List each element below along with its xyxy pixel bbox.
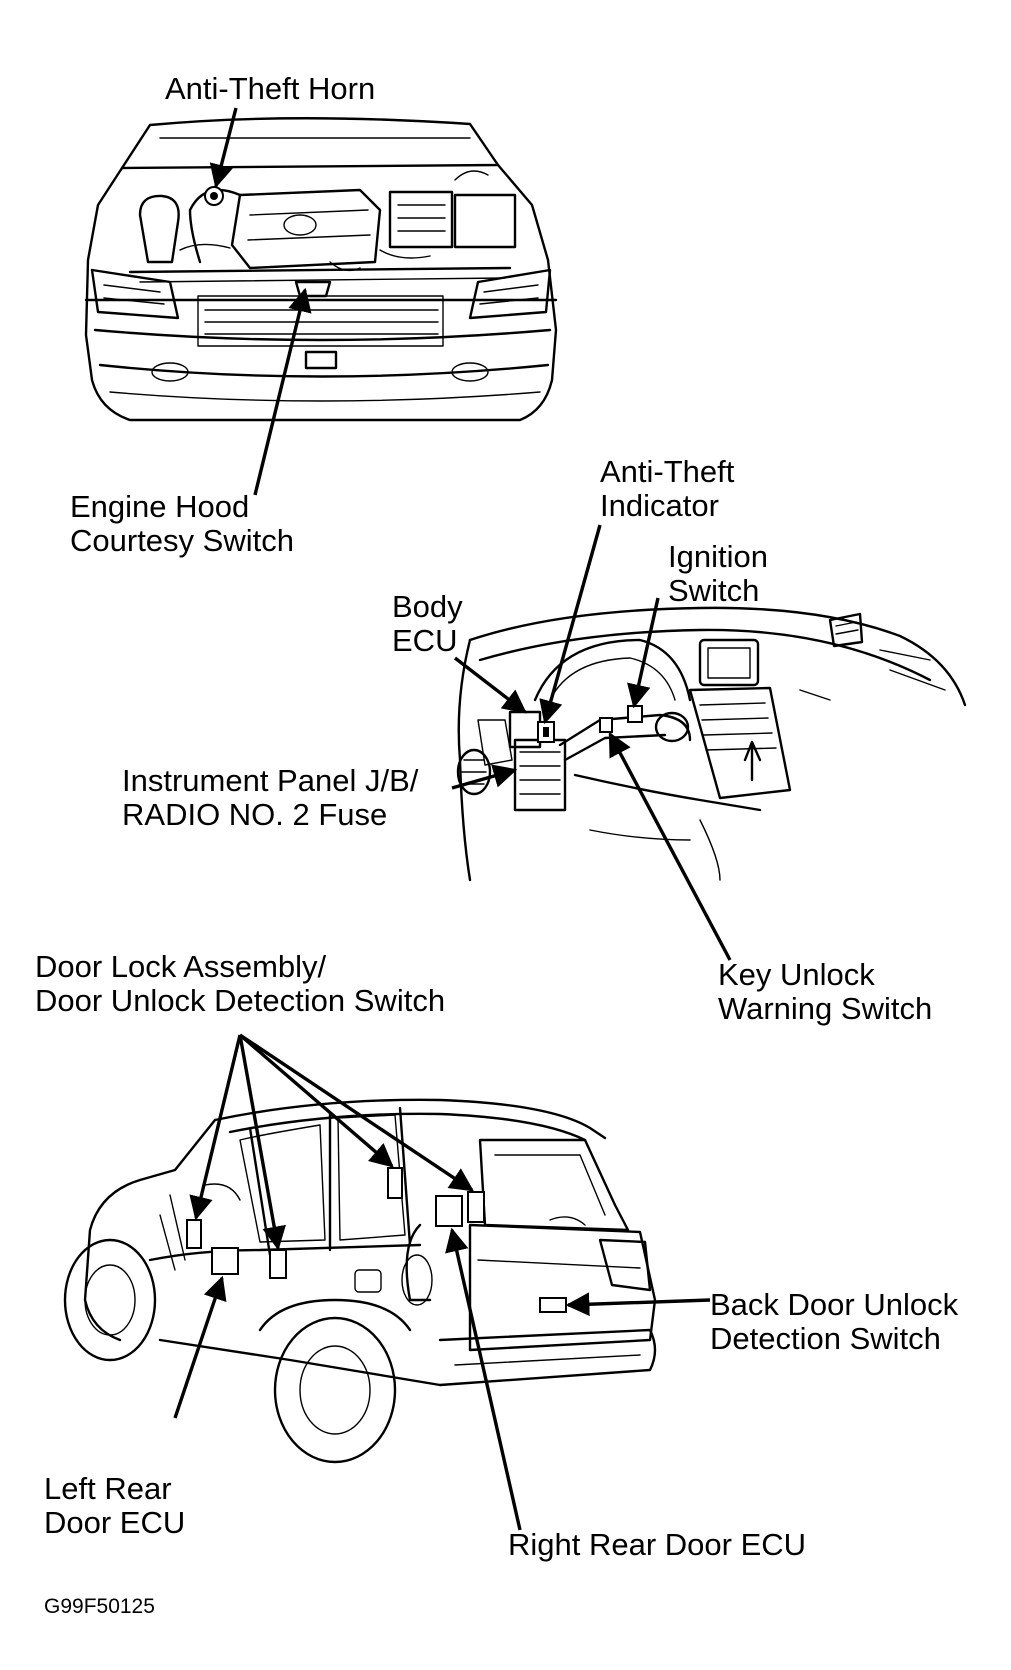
leader-body-ecu (453, 656, 527, 714)
leader-left-rear-ecu (173, 1275, 227, 1419)
label-line: Ignition (668, 539, 768, 574)
label-line: Left Rear (44, 1471, 172, 1506)
label-line: Warning Switch (718, 991, 933, 1026)
label-back-door-unlock-detection-switch: Back Door Unlock Detection Switch (710, 1288, 958, 1356)
label-ignition-switch: Ignition Switch (668, 540, 768, 608)
leader-key-unlock-warning (608, 731, 732, 961)
label-line: Key Unlock (718, 957, 875, 992)
leader-anti-theft-indicator (539, 524, 602, 725)
vehicle-rear-illustration (63, 1098, 657, 1464)
figure-code: G99F50125 (44, 1595, 155, 1618)
label-door-lock-assembly: Door Lock Assembly/ Door Unlock Detectio… (35, 950, 445, 1018)
leader-engine-hood-switch (253, 287, 312, 496)
label-line: Switch (668, 573, 760, 608)
leader-door-lock-2 (238, 1034, 286, 1251)
dashboard-illustration (456, 606, 967, 882)
leader-instrument-panel-jb (451, 764, 518, 790)
leader-back-door-switch (565, 1292, 711, 1317)
label-line: Detection Switch (710, 1321, 941, 1356)
label-line: Right Rear Door ECU (508, 1527, 807, 1562)
label-left-rear-door-ecu: Left Rear Door ECU (44, 1472, 185, 1540)
label-line: Door Lock Assembly/ (35, 949, 327, 984)
leader-ignition-switch (627, 597, 660, 709)
label-anti-theft-horn: Anti-Theft Horn (165, 72, 375, 106)
label-line: Anti-Theft (600, 454, 735, 489)
leader-right-rear-ecu (445, 1227, 522, 1531)
label-line: Indicator (600, 488, 719, 523)
label-line: ECU (392, 623, 458, 658)
engine-bay-illustration (84, 117, 558, 422)
label-line: Engine Hood (70, 489, 250, 524)
label-anti-theft-indicator: Anti-Theft Indicator (600, 455, 734, 523)
leader-lines (173, 107, 732, 1531)
label-right-rear-door-ecu: Right Rear Door ECU (508, 1528, 806, 1562)
label-line: Anti-Theft Horn (165, 71, 376, 106)
label-body-ecu: Body ECU (392, 590, 463, 658)
leader-anti-theft-horn (209, 107, 238, 189)
label-line: Door ECU (44, 1505, 186, 1540)
leader-door-lock-4 (239, 1033, 474, 1192)
label-line: RADIO NO. 2 Fuse (122, 797, 388, 832)
label-line: Instrument Panel J/B/ (122, 763, 419, 798)
label-engine-hood-courtesy-switch: Engine Hood Courtesy Switch (70, 490, 294, 558)
label-line: Back Door Unlock (710, 1287, 959, 1322)
label-line: Door Unlock Detection Switch (35, 983, 446, 1018)
leader-door-lock-3 (238, 1033, 394, 1168)
label-line: Courtesy Switch (70, 523, 294, 558)
label-line: Body (392, 589, 463, 624)
label-instrument-panel-jb: Instrument Panel J/B/ RADIO NO. 2 Fuse (122, 764, 418, 832)
label-key-unlock-warning-switch: Key Unlock Warning Switch (718, 958, 932, 1026)
leader-door-lock-1 (189, 1034, 242, 1221)
